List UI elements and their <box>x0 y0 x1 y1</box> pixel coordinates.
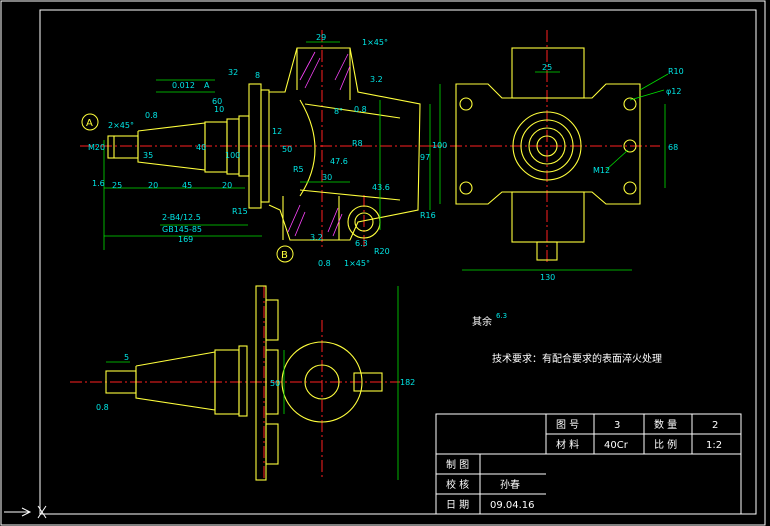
side-view-dimensions: 25 R10 φ12 M12 68 100 130 <box>432 63 684 282</box>
front-view <box>80 30 440 250</box>
dim-169: 169 <box>178 235 193 244</box>
dim-r8: R8 <box>352 139 363 148</box>
tb-drawing-no-label: 图 号 <box>556 419 579 431</box>
dim-45: 45 <box>182 181 192 190</box>
dim-25: 25 <box>112 181 122 190</box>
dim-5: 5 <box>124 353 129 362</box>
tb-scale-label: 比 例 <box>654 438 677 451</box>
dim-roughness-5: 0.8 <box>96 403 109 412</box>
dim-10: 10 <box>214 105 224 114</box>
dim-50: 50 <box>282 145 292 154</box>
tb-date-value: 09.04.16 <box>490 500 535 511</box>
dim-chamfer-top: 1×45° <box>362 38 388 47</box>
dim-side-100: 100 <box>432 141 447 150</box>
dim-r5: R5 <box>293 165 304 174</box>
dim-r10: R10 <box>668 67 684 76</box>
dim-12: 12 <box>272 127 282 136</box>
technical-requirement: 技术要求：有配合要求的表面淬火处理 <box>492 352 662 365</box>
dim-60: 60 <box>212 97 222 106</box>
tb-drawing-no-value: 3 <box>614 420 620 431</box>
notes: 其余 6.3 技术要求：有配合要求的表面淬火处理 <box>472 312 662 365</box>
top-view-dimensions: 5 0.8 50 182 <box>96 353 415 412</box>
dim-130: 130 <box>540 273 555 282</box>
dim-8-deg: 8° <box>334 107 343 116</box>
dim-100: 100 <box>225 151 240 160</box>
dim-20a: 20 <box>148 181 158 190</box>
tb-quantity-value: 2 <box>712 420 718 431</box>
tb-drawn-label: 制 图 <box>446 458 469 471</box>
dim-43-6: 43.6 <box>372 183 390 192</box>
dim-3-2: 32 <box>228 68 238 77</box>
dim-20b: 20 <box>222 181 232 190</box>
ucs-icon <box>4 505 47 519</box>
side-view <box>430 30 669 271</box>
dim-chamfer-left: 2×45° <box>108 121 134 130</box>
tb-checked-value: 孙春 <box>500 478 520 491</box>
dim-roughness-4: 6.3 <box>355 239 368 248</box>
tb-quantity-label: 数 量 <box>654 418 677 431</box>
section-marker-b: B <box>276 245 294 263</box>
dim-phi12: φ12 <box>666 87 681 96</box>
remaining-roughness: 6.3 <box>496 312 507 320</box>
dim-chamfer-bottom: 1×45° <box>344 259 370 268</box>
dim-3-2b: 3.2 <box>310 233 323 242</box>
dim-29: 29 <box>316 33 326 42</box>
dim-47-6: 47.6 <box>330 157 348 166</box>
dim-tolerance: 0.012 <box>172 81 195 90</box>
dim-standard: GB145-85 <box>162 225 202 234</box>
dim-8: 8 <box>255 71 260 80</box>
dim-r15: R15 <box>232 207 248 216</box>
dim-40: 40 <box>196 143 206 152</box>
dim-182: 182 <box>400 378 415 387</box>
tb-scale-value: 1:2 <box>706 440 722 451</box>
dim-68: 68 <box>668 143 678 152</box>
dim-30: 30 <box>322 173 332 182</box>
front-view-dimensions: 29 1×45° 8 2×45° 0.012 A 0.8 3.2 12 50 3… <box>88 33 436 268</box>
dim-roughness-1: 0.8 <box>145 111 158 120</box>
tb-material-value: 40Cr <box>604 440 629 451</box>
remaining-label: 其余 <box>472 315 492 328</box>
dim-side-25: 25 <box>542 63 552 72</box>
svg-text:B: B <box>281 250 288 261</box>
svg-text:A: A <box>86 118 93 129</box>
dim-m20: M20 <box>88 143 105 152</box>
dim-datum: A <box>204 81 210 90</box>
top-view <box>70 285 400 481</box>
dim-r16: R16 <box>420 211 436 220</box>
dim-bottom-50: 50 <box>270 379 280 388</box>
dim-centre-hole: 2-B4/12.5 <box>162 213 201 222</box>
dim-m12: M12 <box>593 166 610 175</box>
tb-date-label: 日 期 <box>446 499 469 511</box>
dim-roughness-2: 0.8 <box>318 259 331 268</box>
dim-1-6: 1.6 <box>92 179 105 188</box>
dim-35: 35 <box>143 151 153 160</box>
section-marker-a: A <box>81 113 99 131</box>
title-block: 图 号 3 数 量 2 材 料 40Cr 比 例 1:2 制 图 校 核 孙春 … <box>435 413 742 515</box>
dim-32: 3.2 <box>370 75 383 84</box>
dim-roughness-3: 0.8 <box>354 105 367 114</box>
tb-checked-label: 校 核 <box>446 478 469 491</box>
dim-r20: R20 <box>374 247 390 256</box>
tb-material-label: 材 料 <box>556 438 579 451</box>
dim-97: 97 <box>420 153 430 162</box>
